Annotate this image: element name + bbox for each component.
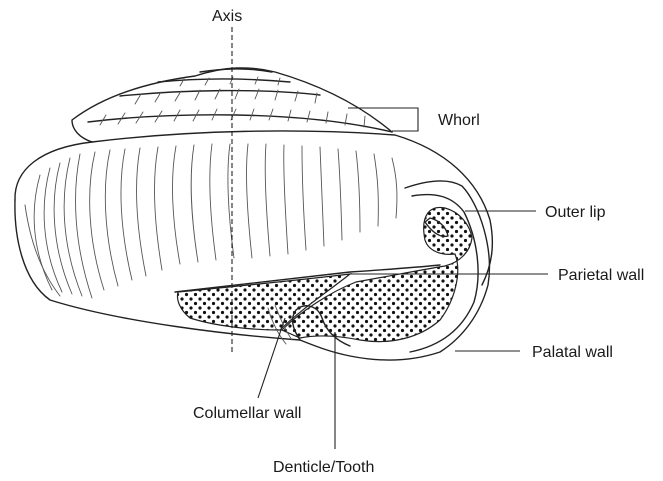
whorl-suture-2 [119, 89, 321, 97]
peristome-inner [409, 193, 479, 353]
outer-lip-label: Outer lip [545, 204, 606, 221]
parietal-wall-label: Parietal wall [558, 267, 644, 284]
spire [71, 67, 393, 143]
whorl-suture-3 [157, 78, 291, 83]
columellar-wall-leader [257, 317, 286, 399]
whorl-suture-4 [199, 68, 273, 73]
aperture-cavity [280, 206, 473, 343]
denticle-label: Denticle/Tooth [273, 459, 374, 476]
axis-label: Axis [212, 8, 242, 25]
whorl-suture-1 [87, 114, 393, 133]
columellar-wall-label: Columellar wall [193, 405, 301, 422]
parietal-edge [174, 264, 441, 293]
outer-lip-edge [299, 180, 491, 361]
aperture [176, 180, 491, 361]
whorl-bracket [348, 107, 419, 132]
body-whorl [14, 130, 494, 341]
parietal-tooth [424, 217, 449, 238]
palatal-wall-label: Palatal wall [532, 344, 613, 361]
whorl-label: Whorl [438, 112, 480, 129]
denticle [291, 305, 351, 347]
